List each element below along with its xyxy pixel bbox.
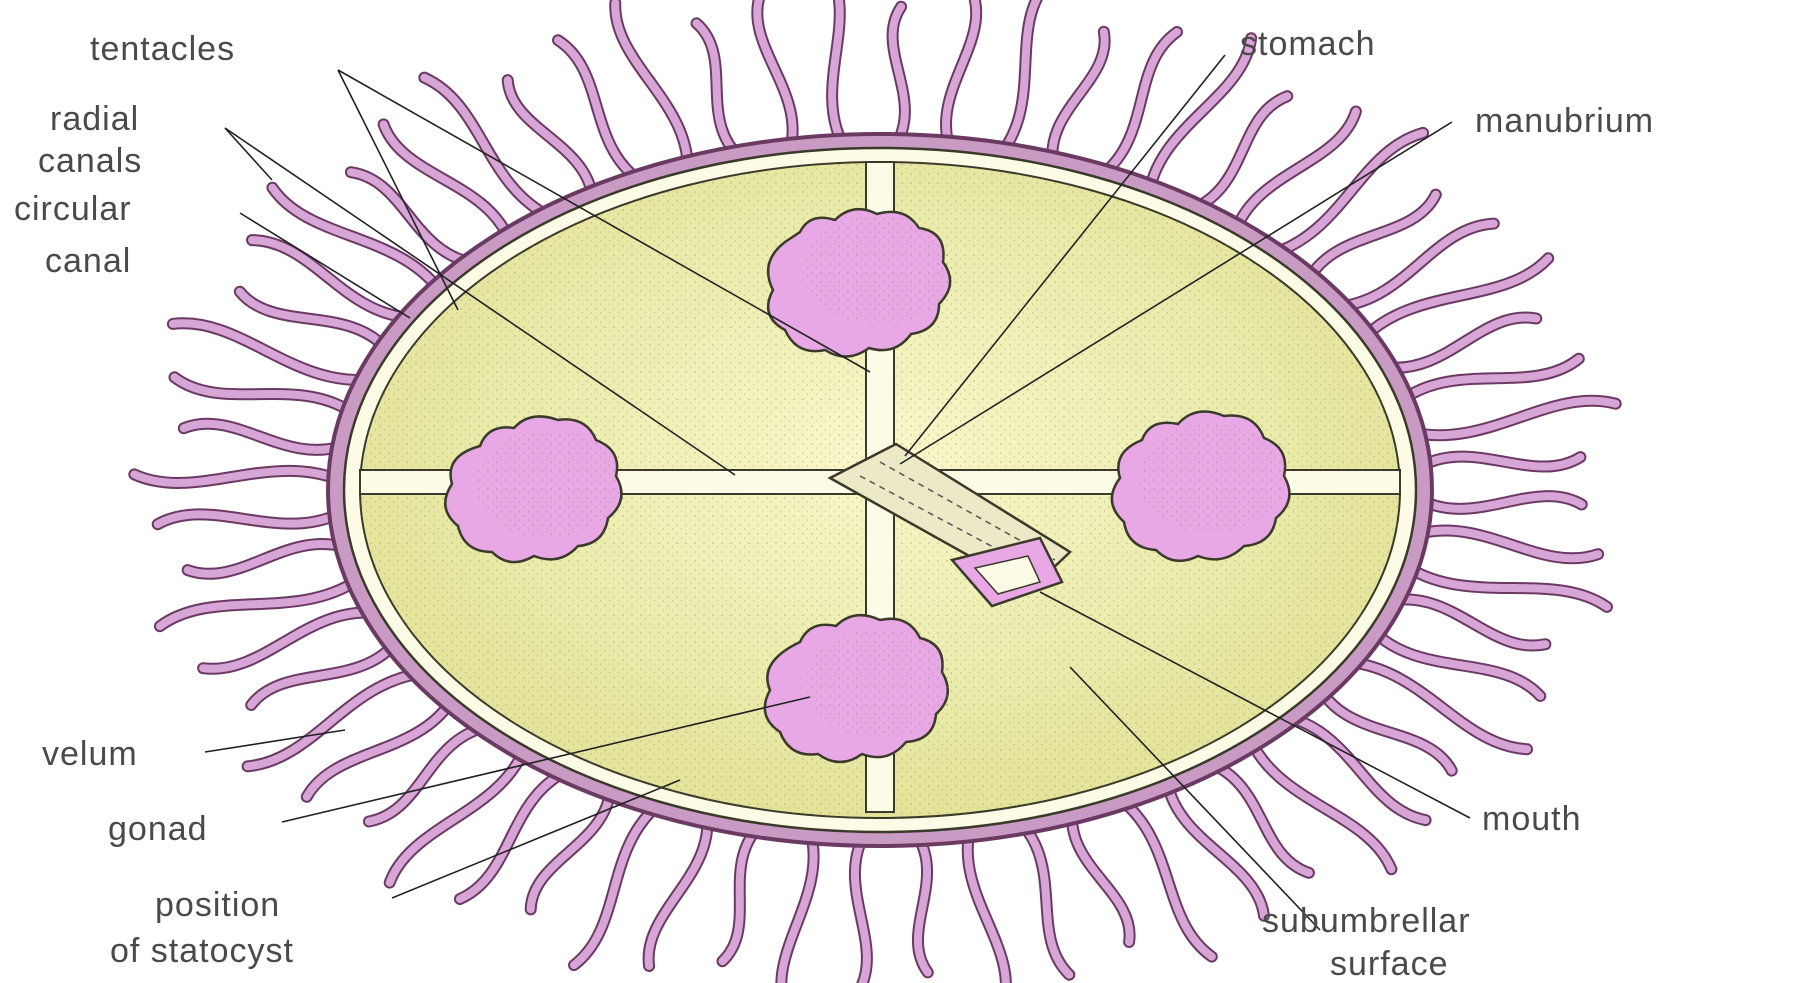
- tentacle: [460, 772, 566, 899]
- tentacle: [203, 613, 373, 669]
- tentacle: [615, 3, 687, 167]
- tentacle: [424, 78, 549, 217]
- label-position-line1: position: [155, 886, 280, 924]
- tentacle: [272, 188, 438, 290]
- tentacle: [307, 701, 451, 796]
- label-manubrium: manubrium: [1475, 102, 1654, 140]
- tentacle: [1275, 133, 1424, 253]
- tentacle: [1387, 318, 1537, 368]
- tentacle: [508, 80, 593, 197]
- tentacle: [531, 790, 611, 909]
- label-tentacles: tentacles: [90, 30, 235, 68]
- tentacle: [1052, 32, 1104, 162]
- label-subumbrellar-line1: subumbrellar: [1262, 902, 1471, 940]
- label-stomach: stomach: [1240, 25, 1376, 63]
- label-circular-canal-line2: canal: [45, 242, 131, 280]
- tentacle: [697, 23, 739, 156]
- label-circular-canal-line1: circular: [14, 190, 132, 228]
- tentacle: [1072, 814, 1130, 943]
- tentacle: [173, 323, 366, 380]
- tentacle: [1366, 258, 1549, 336]
- label-subumbrellar-line2: surface: [1330, 945, 1449, 983]
- tentacle: [1022, 824, 1070, 975]
- label-velum: velum: [42, 735, 138, 773]
- label-gonad: gonad: [108, 810, 208, 848]
- label-position-line2: of statocyst: [110, 932, 294, 970]
- tentacle: [649, 818, 708, 966]
- label-radial-canals-line1: radial: [50, 100, 139, 138]
- label-radial-canals-line2: canals: [38, 142, 142, 180]
- tentacle: [184, 424, 343, 450]
- tentacle: [384, 124, 509, 238]
- label-mouth: mouth: [1482, 800, 1582, 838]
- tentacle: [1394, 599, 1546, 645]
